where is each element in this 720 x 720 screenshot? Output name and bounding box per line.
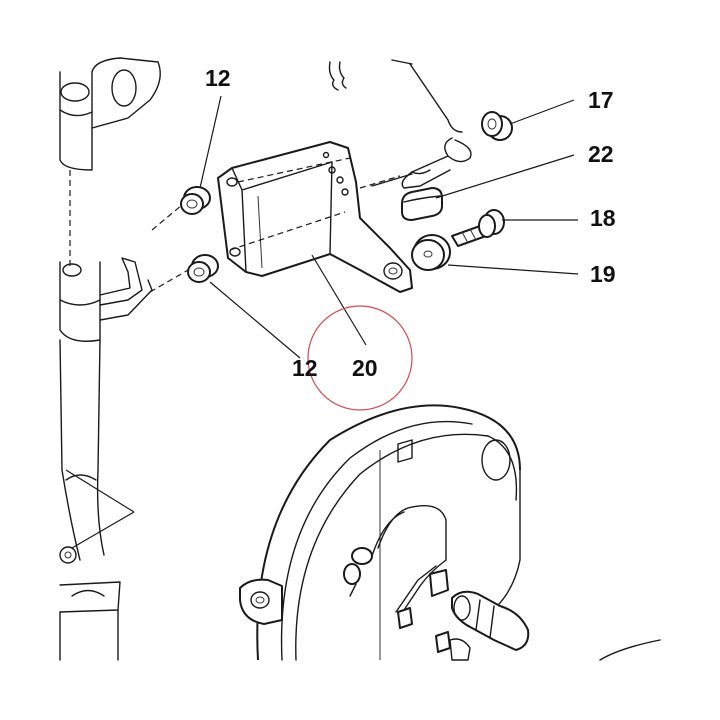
part-label-12-top: 12: [205, 65, 231, 91]
mounting-bracket: [217, 141, 413, 293]
part-label-18: 18: [590, 205, 616, 231]
spring-clip: [401, 63, 472, 189]
rubber-grommet: [401, 187, 443, 221]
bushing-bottom: [187, 254, 219, 283]
cable-fragment-top: [328, 59, 413, 91]
part-label-20: 20: [352, 355, 378, 381]
part-label-12-bottom: 12: [292, 355, 318, 381]
bushing-top: [180, 186, 211, 215]
leader-lines: [199, 95, 579, 359]
flat-washer: [411, 234, 451, 271]
left-frame-assembly: [59, 57, 161, 661]
part-label-22: 22: [588, 141, 614, 167]
headlight-housing: [239, 404, 661, 661]
flange-nut: [481, 111, 513, 141]
part-label-19: 19: [590, 261, 616, 287]
hex-bolt: [451, 209, 505, 247]
highlight-circle: [307, 305, 413, 411]
part-label-17: 17: [588, 87, 614, 113]
